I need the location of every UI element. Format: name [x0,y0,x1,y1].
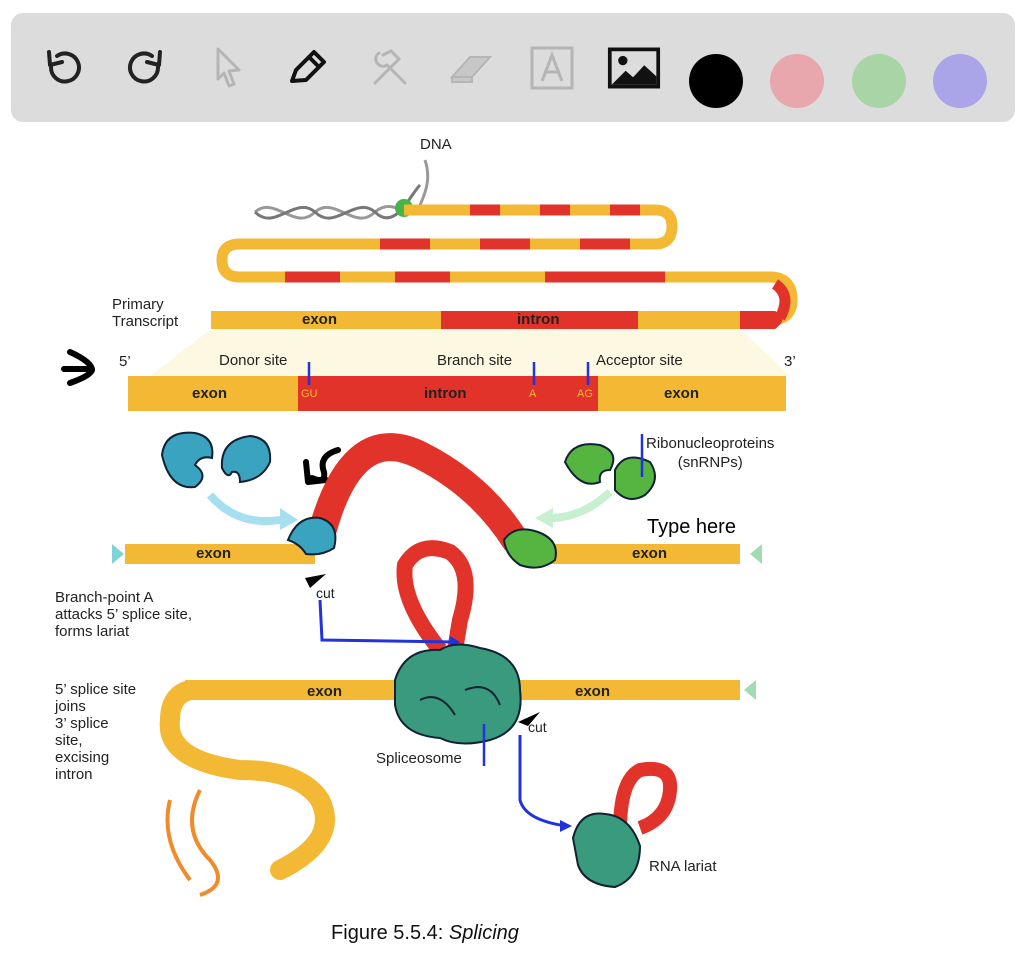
acceptor-site-label: Acceptor site [596,352,683,369]
pen-button[interactable] [281,41,335,95]
donor-site-label: Donor site [219,352,288,369]
select-button[interactable] [201,41,255,95]
mid-exon-right-label: exon [632,545,668,562]
tools-button[interactable] [363,41,417,95]
snrnps-label: Ribonucleoproteins(snRNPs) [646,435,775,471]
image-button[interactable] [607,41,661,95]
lower-exon-left-label: exon [307,683,343,700]
hammer-wrench-icon [373,49,407,85]
eraser-icon [449,56,493,83]
color-black-swatch[interactable] [689,54,743,108]
zoom-exon-left-label: exon [192,385,228,402]
ag-label: AG [577,388,593,400]
lower-exon-right-label: exon [575,683,611,700]
gu-label: GU [301,388,318,400]
color-pink-swatch[interactable] [770,54,824,108]
undo-icon [47,50,81,84]
cut-label-2: cut [528,719,547,735]
eraser-button[interactable] [444,41,498,95]
text-button[interactable] [525,41,579,95]
text-box-icon [530,46,574,90]
mid-exon-left-label: exon [196,545,232,562]
branch-site-label: Branch site [437,352,513,369]
cursor-arrow-icon [216,47,241,88]
transcript-exon-label: exon [302,311,338,328]
rna-lariat-label: RNA lariat [649,858,717,875]
type-here-text[interactable]: Type here [647,516,736,538]
drawing-toolbar [11,13,1015,122]
undo-button[interactable] [37,41,91,95]
spliceosome-shape [394,643,522,745]
spliceosome-label: Spliceosome [376,750,462,767]
zoom-intron-label: intron [424,385,467,402]
redo-button[interactable] [118,41,172,95]
dna-label: DNA [420,136,452,153]
transcript-intron-label: intron [517,311,560,328]
image-icon [607,47,661,89]
polymerase-dot [395,199,413,217]
pencil-icon [290,50,326,83]
color-green-swatch[interactable] [852,54,906,108]
three-prime-label: 3’ [784,353,796,370]
pre-mrna-strand [216,204,798,326]
color-purple-swatch[interactable] [933,54,987,108]
figure-caption: Figure 5.5.4: Splicing [331,922,519,944]
a-label: A [529,388,537,400]
redo-icon [128,50,162,84]
dna-helix [253,159,430,220]
cut-label-1: cut [316,585,335,601]
zoom-exon-right-label: exon [664,385,700,402]
five-prime-label: 5’ [119,353,131,370]
